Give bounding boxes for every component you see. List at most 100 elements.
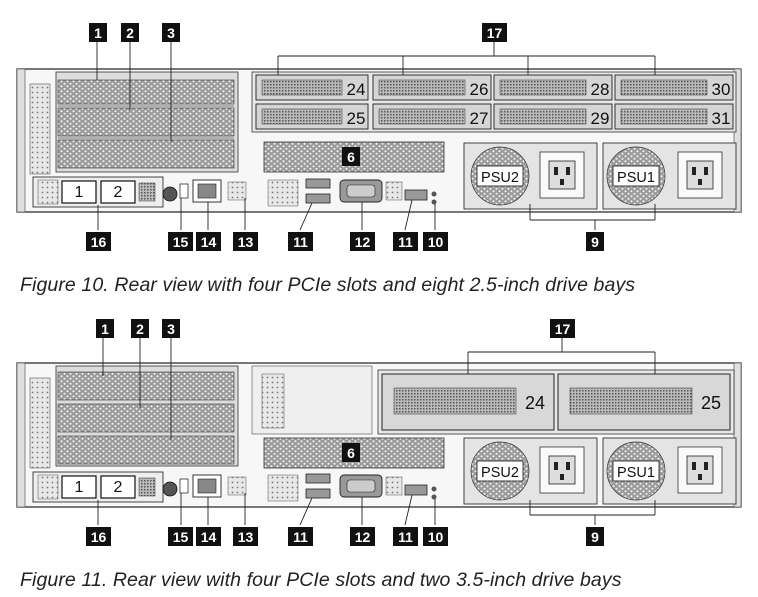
callout-13: 13	[233, 527, 258, 546]
svg-text:17: 17	[487, 25, 503, 41]
callout-11-usb-2: 11	[393, 232, 418, 251]
callout-3: 3	[162, 319, 180, 338]
callout-14: 14	[196, 232, 221, 251]
vga-connector	[339, 474, 383, 498]
xcc-network-port	[192, 474, 222, 498]
psu-label: PSU2	[481, 170, 519, 186]
callout-leaders	[97, 338, 656, 526]
callout-9: 9	[586, 527, 604, 546]
drive-bay-label: 24	[525, 393, 545, 413]
left-vent	[29, 83, 51, 175]
left-vent	[29, 377, 51, 469]
svg-text:14: 14	[201, 234, 217, 250]
svg-text:3: 3	[167, 321, 175, 337]
svg-text:6: 6	[347, 445, 355, 461]
drive-bay-26: 26	[372, 74, 492, 101]
slot-number: 1	[75, 479, 84, 496]
psu-2: PSU2	[463, 437, 598, 505]
vent	[261, 373, 285, 429]
callout-11-usb: 11	[288, 232, 313, 251]
pcie-slot-3	[57, 435, 235, 465]
drive-bay-27: 27	[372, 103, 492, 130]
drive-bay-label: 27	[470, 109, 489, 128]
pcie-slot-1	[57, 371, 235, 401]
pcie-slot-2	[57, 403, 235, 433]
psu-label: PSU1	[617, 465, 655, 481]
svg-text:3: 3	[167, 25, 175, 41]
svg-text:14: 14	[201, 529, 217, 545]
led-icon	[431, 494, 437, 500]
nmi-button	[179, 183, 189, 199]
thumbscrew-icon	[162, 186, 178, 202]
callout-10: 10	[423, 232, 448, 251]
callout-15: 15	[168, 527, 193, 546]
drive-bay-label: 28	[591, 80, 610, 99]
drive-bay-label: 24	[347, 80, 366, 99]
led-icon	[431, 199, 437, 205]
pcie-slot-1	[57, 79, 235, 105]
pcie-riser-1	[55, 71, 239, 173]
usb-port	[404, 484, 428, 496]
thumbscrew-icon	[162, 481, 178, 497]
drive-bay-label: 30	[712, 80, 731, 99]
vent	[267, 474, 299, 502]
drive-bay-31: 31	[614, 103, 734, 130]
vga-connector	[339, 179, 383, 203]
callout-leaders	[96, 42, 656, 231]
svg-text:2: 2	[136, 321, 144, 337]
svg-text:9: 9	[591, 529, 599, 545]
figure-caption: Figure 10. Rear view with four PCIe slot…	[20, 274, 636, 296]
callout-3: 3	[162, 23, 180, 42]
svg-text:6: 6	[347, 149, 355, 165]
drive-bay-30: 30	[614, 74, 734, 101]
callout-9: 9	[586, 232, 604, 251]
drive-bay-label: 31	[712, 109, 731, 128]
callout-11-usb-2: 11	[393, 527, 418, 546]
svg-text:10: 10	[428, 234, 444, 250]
psu-2: PSU2	[463, 142, 598, 210]
svg-text:15: 15	[173, 234, 189, 250]
xcc-network-port	[192, 179, 222, 203]
callout-16: 16	[86, 232, 111, 251]
pcie-riser-1	[55, 365, 239, 467]
psu-label: PSU1	[617, 170, 655, 186]
vent	[385, 476, 403, 496]
callout-10: 10	[423, 527, 448, 546]
callout-1: 1	[96, 319, 114, 338]
pcie-slot-3	[57, 139, 235, 169]
slot-number: 2	[114, 479, 123, 496]
vent	[227, 476, 247, 496]
led-icon	[431, 486, 437, 492]
callout-2: 2	[131, 319, 149, 338]
svg-text:11: 11	[398, 529, 413, 545]
usb-port	[404, 189, 428, 201]
drive-bay-label: 25	[701, 393, 721, 413]
drive-bay-24: 24	[255, 74, 369, 101]
vent	[385, 181, 403, 201]
figure-11: 24 25 PSU2 PSU1 1 2	[0, 300, 758, 597]
psu-1: PSU1	[602, 142, 737, 210]
usb-ports-rear	[305, 473, 331, 499]
callout-12: 12	[350, 527, 375, 546]
svg-text:17: 17	[555, 321, 571, 337]
svg-text:10: 10	[428, 529, 444, 545]
svg-text:1: 1	[94, 25, 102, 41]
psu-1: PSU1	[602, 437, 737, 505]
callout-14: 14	[196, 527, 221, 546]
ocp-module: 1 2	[32, 176, 178, 208]
callout-6: 6	[342, 443, 360, 462]
drive-bay-label: 29	[591, 109, 610, 128]
drive-bay-label: 25	[347, 109, 366, 128]
nmi-button	[179, 478, 189, 494]
rear-view-diagram-2-drive: 24 25 PSU2 PSU1 1 2	[16, 319, 742, 546]
callout-17: 17	[550, 319, 575, 338]
drive-bays-3-5-inch: 24 25	[377, 369, 735, 435]
slot-number: 1	[75, 184, 84, 201]
svg-text:16: 16	[91, 234, 107, 250]
svg-text:12: 12	[355, 529, 371, 545]
callout-13: 13	[233, 232, 258, 251]
svg-text:11: 11	[293, 529, 308, 545]
callout-17: 17	[482, 23, 507, 42]
callout-2: 2	[121, 23, 139, 42]
rear-view-diagram-8-drive: 24 26 28 30 25 27	[16, 23, 742, 251]
